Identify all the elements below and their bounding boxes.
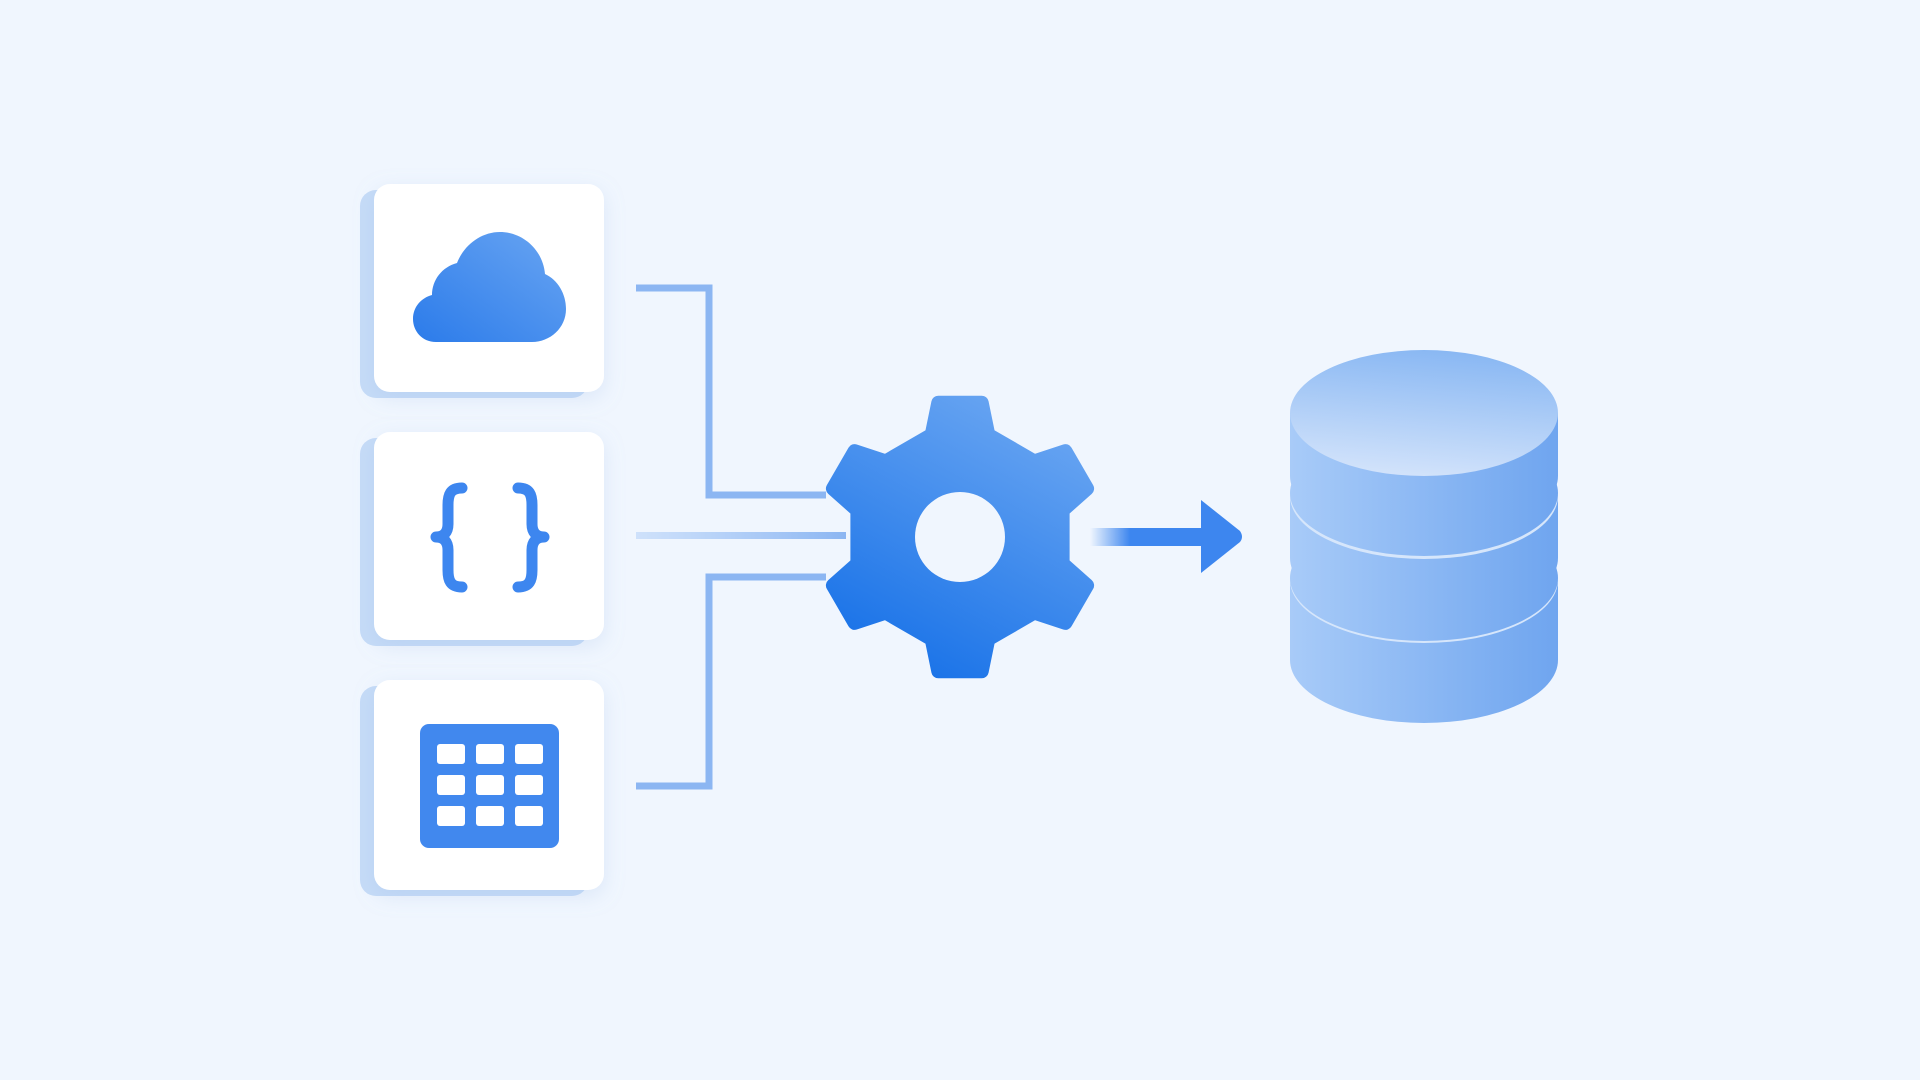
connector-bottom xyxy=(636,573,826,790)
gear-icon xyxy=(825,395,1095,679)
connector-top xyxy=(636,284,826,499)
curly-braces-icon xyxy=(430,482,550,593)
source-card-table xyxy=(360,680,604,896)
source-card-json xyxy=(360,432,604,646)
source-card-cloud xyxy=(360,184,604,398)
connectors xyxy=(636,284,826,790)
output-arrow xyxy=(1090,500,1242,573)
database-icon xyxy=(1290,350,1558,723)
table-grid-icon xyxy=(420,724,559,848)
cloud-icon xyxy=(413,232,566,342)
connector-middle xyxy=(636,532,846,539)
